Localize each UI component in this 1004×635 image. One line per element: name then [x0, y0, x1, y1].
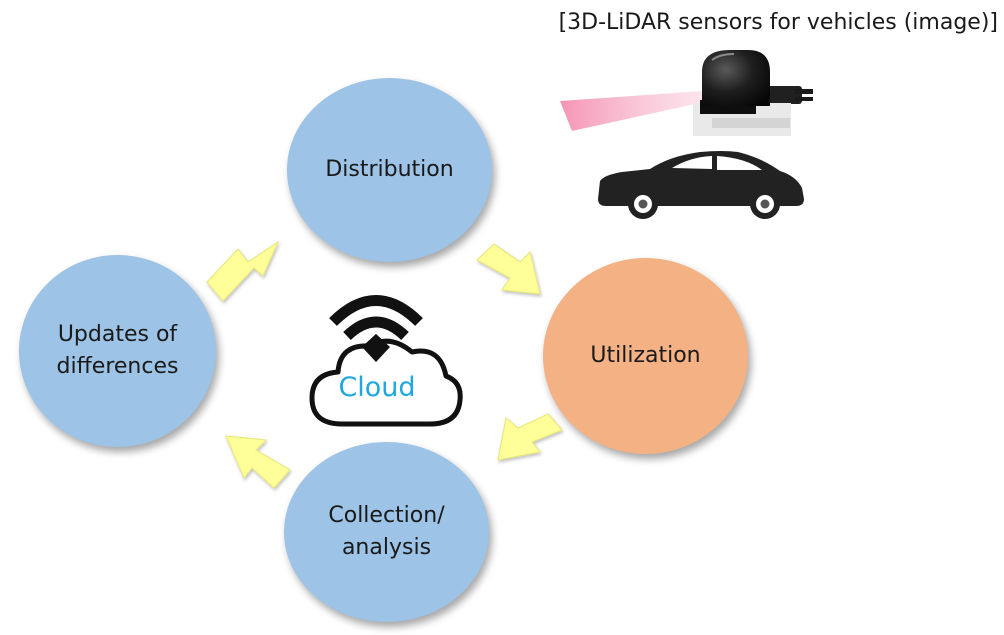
node-updates-label-line2: differences	[56, 354, 179, 379]
node-collection-label-line2: analysis	[341, 535, 432, 560]
node-distribution-label: Distribution	[325, 157, 454, 183]
cloud-wifi-icon	[309, 295, 463, 427]
node-collection-label-line1: Collection/	[328, 503, 445, 529]
node-updates-label-line1: Updates of	[57, 322, 178, 348]
node-updates-of-differences: Updates of differences	[19, 255, 216, 447]
cloud-label: Cloud	[338, 372, 416, 403]
sensor-caption: [3D-LiDAR sensors for vehicles (image)]	[558, 10, 998, 35]
node-distribution: Distribution	[287, 78, 492, 262]
lidar-sensor-icon	[560, 50, 813, 136]
arrow-to-updates	[225, 435, 291, 489]
car-icon	[598, 151, 804, 219]
node-utilization: Utilization	[543, 258, 748, 454]
node-utilization-label: Utilization	[590, 343, 701, 369]
node-collection-analysis: Collection/ analysis	[284, 442, 489, 622]
arrow-to-distribution	[206, 240, 280, 302]
arrow-to-utilization	[476, 243, 541, 295]
arrow-to-collection	[497, 413, 563, 461]
